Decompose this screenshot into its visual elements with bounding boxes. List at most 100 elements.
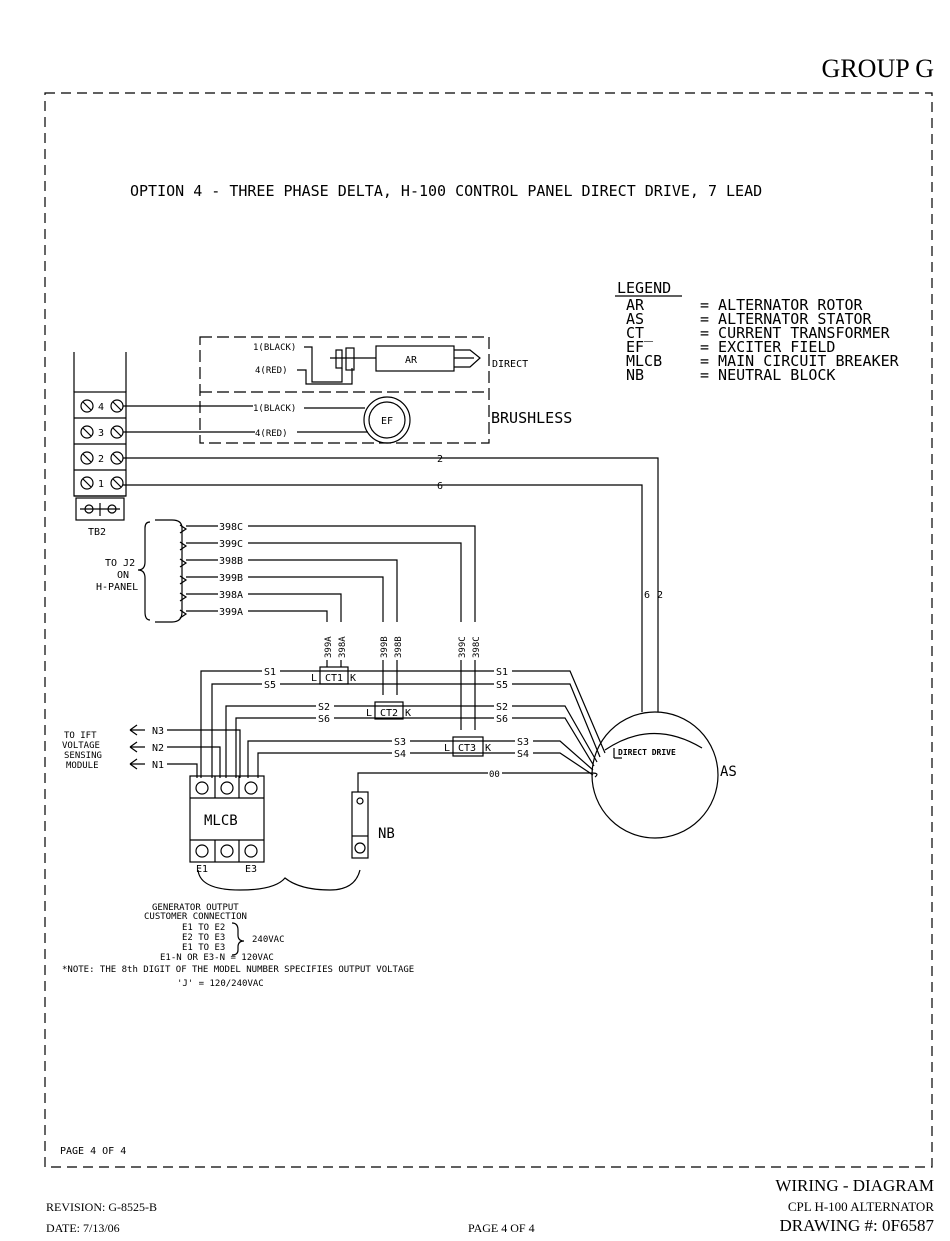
svg-text:L: L xyxy=(444,743,450,754)
svg-text:S4: S4 xyxy=(517,749,529,760)
legend-code: NB xyxy=(626,366,644,384)
j2-connector: 398C 399C 398B 399B 398A 399A TO J2 ON H… xyxy=(96,519,476,623)
svg-text:3: 3 xyxy=(98,428,104,439)
wire-label: 4(RED) xyxy=(255,429,288,439)
svg-text:399B: 399B xyxy=(380,636,390,658)
svg-text:E3: E3 xyxy=(245,864,257,875)
alternator-stator: DIRECT DRIVE AS xyxy=(591,711,737,839)
legend-code: AS xyxy=(626,310,644,328)
legend-desc: = NEUTRAL BLOCK xyxy=(700,366,835,384)
current-transformers: CT1 L K CT2 L K CT3 L K xyxy=(311,666,491,757)
diagram-title: OPTION 4 - THREE PHASE DELTA, H-100 CONT… xyxy=(130,182,762,200)
svg-text:S4: S4 xyxy=(394,749,406,760)
direct-label: DIRECT xyxy=(492,359,528,370)
legend-code: EF xyxy=(626,338,644,356)
svg-text:1: 1 xyxy=(98,479,104,490)
legend-code: MLCB xyxy=(626,352,662,370)
svg-text:S3: S3 xyxy=(394,737,406,748)
tb2-label: TB2 xyxy=(88,527,106,538)
svg-text:398C: 398C xyxy=(219,522,243,533)
svg-text:S1: S1 xyxy=(496,667,508,678)
legend-desc: = MAIN CIRCUIT BREAKER xyxy=(700,352,900,370)
dashed-border xyxy=(44,92,933,1168)
svg-text:K: K xyxy=(485,743,491,754)
exciter-field xyxy=(363,396,411,444)
legend-heading: LEGEND xyxy=(617,279,671,297)
nb-label: NB xyxy=(378,826,395,842)
legend-desc: = EXCITER FIELD xyxy=(700,338,835,356)
svg-text:398B: 398B xyxy=(394,636,404,658)
date-label: DATE: 7/13/06 xyxy=(46,1221,120,1235)
drawing-number: DRAWING #: 0F6587 xyxy=(779,1216,934,1235)
svg-text:DIRECT DRIVE: DIRECT DRIVE xyxy=(618,748,676,757)
svg-text:K: K xyxy=(405,708,411,719)
svg-text:N1: N1 xyxy=(152,760,164,771)
svg-text:E1 TO E2: E1 TO E2 xyxy=(182,923,225,933)
legend-desc: = ALTERNATOR STATOR xyxy=(700,310,873,328)
svg-text:H-PANEL: H-PANEL xyxy=(96,582,138,593)
svg-text:E1: E1 xyxy=(196,864,208,875)
svg-text:399C: 399C xyxy=(219,539,243,550)
footer-title: WIRING - DIAGRAM xyxy=(775,1176,934,1195)
svg-text:SENSING: SENSING xyxy=(64,751,102,761)
wire-label: 1(BLACK) xyxy=(253,343,296,353)
svg-text:CUSTOMER CONNECTION: CUSTOMER CONNECTION xyxy=(144,912,247,922)
neutral-block: NB xyxy=(351,791,395,859)
svg-text:398A: 398A xyxy=(338,636,348,658)
svg-text:S1: S1 xyxy=(264,667,276,678)
svg-text:399B: 399B xyxy=(219,573,243,584)
svg-text:E1-N OR E3-N = 120VAC: E1-N OR E3-N = 120VAC xyxy=(160,953,274,963)
svg-text:N2: N2 xyxy=(152,743,164,754)
svg-text:S2: S2 xyxy=(318,702,330,713)
svg-text:E2 TO E3: E2 TO E3 xyxy=(182,933,225,943)
legend-desc: = ALTERNATOR ROTOR xyxy=(700,296,864,314)
rotor-terminal xyxy=(345,347,355,371)
svg-text:GENERATOR OUTPUT: GENERATOR OUTPUT xyxy=(152,903,239,913)
ct3 xyxy=(452,736,484,757)
svg-text:399C: 399C xyxy=(458,636,468,658)
svg-text:TO IFT: TO IFT xyxy=(64,731,97,741)
svg-text:K: K xyxy=(350,673,356,684)
legend-code: CT_ xyxy=(626,324,654,342)
svg-text:2: 2 xyxy=(657,590,663,601)
svg-text:S6: S6 xyxy=(318,714,330,725)
svg-text:CT1: CT1 xyxy=(325,673,343,684)
revision-label: REVISION: G-8525-B xyxy=(46,1200,157,1214)
svg-text:2: 2 xyxy=(98,454,104,465)
svg-text:00: 00 xyxy=(489,770,500,780)
legend: LEGEND AR = ALTERNATOR ROTOR AS = ALTERN… xyxy=(615,279,900,384)
rotor-label: AR xyxy=(405,355,418,366)
brushless-label: BRUSHLESS xyxy=(491,409,572,427)
inner-page-label: PAGE 4 OF 4 xyxy=(60,1146,126,1157)
svg-text:398C: 398C xyxy=(472,636,482,658)
as-label: AS xyxy=(720,764,737,780)
svg-text:399A: 399A xyxy=(219,607,243,618)
exciter-options-box: 1(BLACK) 4(RED) AR DIRECT 1(BLACK) 4(RED… xyxy=(199,336,572,444)
svg-text:N3: N3 xyxy=(152,726,164,737)
svg-text:S5: S5 xyxy=(496,680,508,691)
svg-text:CT2: CT2 xyxy=(380,708,398,719)
svg-text:TO J2: TO J2 xyxy=(105,558,135,569)
svg-text:S5: S5 xyxy=(264,680,276,691)
svg-text:E1 TO E3: E1 TO E3 xyxy=(182,943,225,953)
svg-text:399A: 399A xyxy=(324,636,334,658)
svg-text:VOLTAGE: VOLTAGE xyxy=(62,741,100,751)
wire-label: 4(RED) xyxy=(255,366,288,376)
svg-text:6: 6 xyxy=(437,481,443,492)
svg-text:4: 4 xyxy=(98,402,104,413)
svg-text:*NOTE: THE 8th DIGIT OF THE MO: *NOTE: THE 8th DIGIT OF THE MODEL NUMBER… xyxy=(62,965,414,975)
svg-text:MODULE: MODULE xyxy=(66,761,99,771)
svg-text:6: 6 xyxy=(644,590,650,601)
svg-text:L: L xyxy=(311,673,317,684)
page-number: PAGE 4 OF 4 xyxy=(468,1221,535,1235)
svg-text:240VAC: 240VAC xyxy=(252,935,285,945)
wire-label: 1(BLACK) xyxy=(253,404,296,414)
legend-code: AR xyxy=(626,296,645,314)
svg-text:S6: S6 xyxy=(496,714,508,725)
main-circuit-breaker: MLCB E1 E3 xyxy=(189,775,361,891)
terminal-block-tb2: 4 3 2 1 TB2 xyxy=(73,352,127,538)
ct2 xyxy=(374,701,404,720)
rotor-terminal xyxy=(335,349,343,369)
svg-text:398B: 398B xyxy=(219,556,243,567)
